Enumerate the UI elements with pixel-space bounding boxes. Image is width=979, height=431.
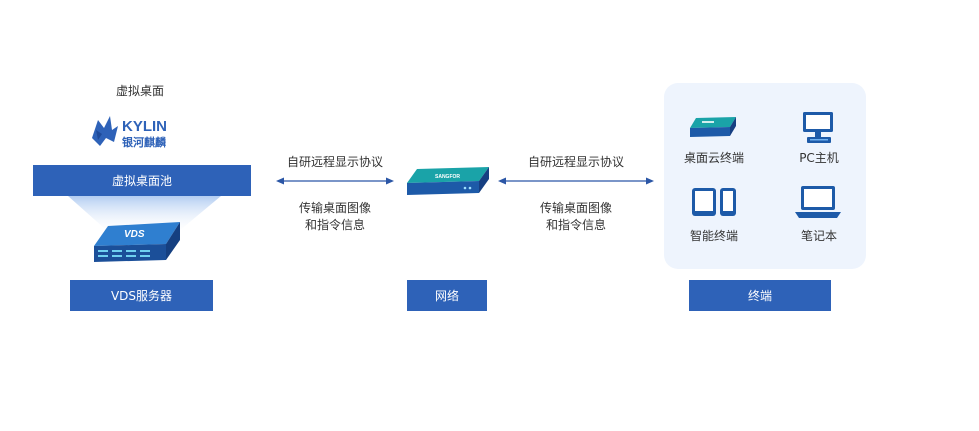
smart-device-icon bbox=[692, 188, 736, 216]
laptop-icon bbox=[795, 186, 841, 218]
left-transfer-line2: 和指令信息 bbox=[304, 218, 365, 232]
left-bidirectional-arrow bbox=[276, 177, 394, 185]
kylin-logo-subtext: 银河麒麟 bbox=[122, 135, 167, 149]
vds-server-label: VDS服务器 bbox=[110, 289, 173, 303]
right-transfer-line2: 和指令信息 bbox=[545, 218, 606, 232]
terminal-item-label-laptop: 笔记本 bbox=[800, 229, 837, 243]
left-protocol-text: 自研远程显示协议 bbox=[286, 155, 383, 169]
terminals-bar: 终端 bbox=[689, 280, 831, 311]
virtual-desktop-pool-bar: 虚拟桌面池 bbox=[33, 165, 251, 196]
network-device-icon: SANGFOR bbox=[407, 167, 489, 195]
terminal-item-label-cloud: 桌面云终端 bbox=[683, 151, 744, 165]
kylin-logo: KYLIN 银河麒麟 bbox=[88, 108, 193, 150]
right-protocol-text: 自研远程显示协议 bbox=[527, 155, 624, 169]
terminals-label: 终端 bbox=[747, 289, 772, 303]
light-beam bbox=[68, 196, 221, 236]
pc-icon bbox=[803, 112, 833, 143]
terminal-item-label-pc: PC主机 bbox=[799, 151, 839, 165]
network-device-text: SANGFOR bbox=[435, 174, 460, 180]
terminal-item-label-smart: 智能终端 bbox=[689, 229, 738, 243]
virtual-desktop-caption: 虚拟桌面 bbox=[115, 84, 164, 98]
kylin-logo-text: KYLIN bbox=[122, 118, 167, 135]
vds-server-bar: VDS服务器 bbox=[70, 280, 213, 311]
cloud-terminal-icon bbox=[690, 117, 736, 137]
kylin-logo-icon: KYLIN 银河麒麟 bbox=[92, 116, 167, 149]
left-transfer-line1: 传输桌面图像 bbox=[298, 201, 371, 215]
network-bar: 网络 bbox=[407, 280, 487, 311]
right-transfer-line1: 传输桌面图像 bbox=[539, 201, 612, 215]
network-label: 网络 bbox=[434, 289, 459, 303]
vds-badge: VDS bbox=[124, 229, 145, 240]
virtual-desktop-pool-label: 虚拟桌面池 bbox=[111, 174, 172, 188]
right-bidirectional-arrow bbox=[498, 177, 654, 185]
vds-server-icon: VDS bbox=[94, 222, 180, 262]
